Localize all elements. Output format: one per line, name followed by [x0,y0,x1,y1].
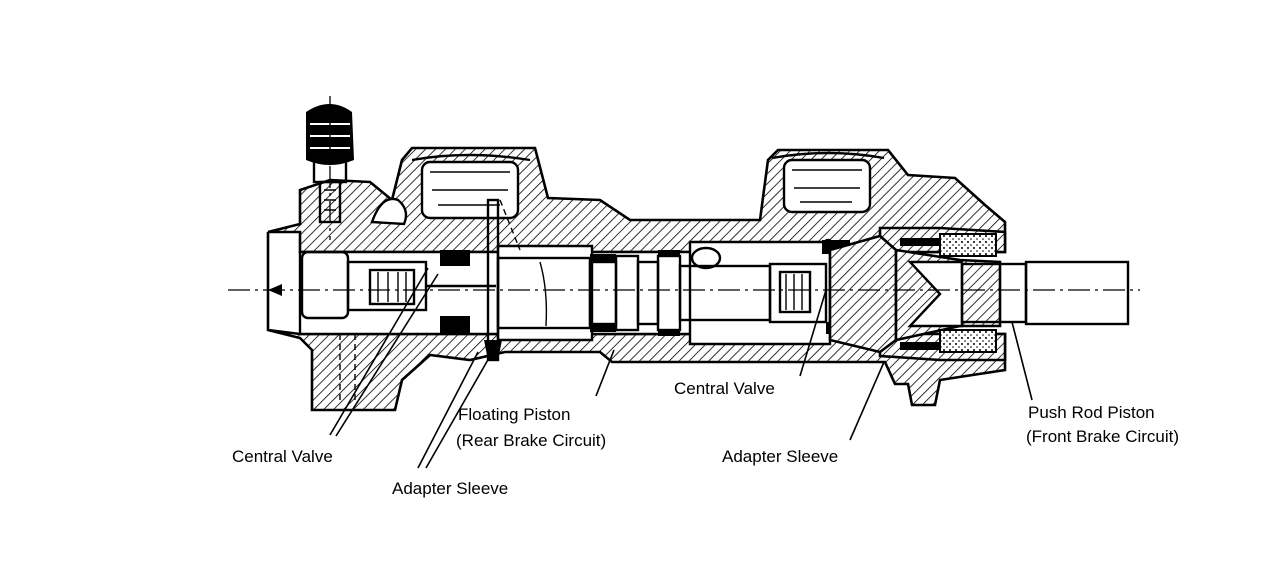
bleeder-valve [306,96,354,240]
adapter-sleeve-front [828,234,898,354]
fluid-passage [339,199,521,400]
central-valve-rear [300,250,496,334]
label-push-rod-piston: Push Rod Piston [1028,403,1155,422]
label-central-valve-front: Central Valve [674,379,775,398]
reservoir-port-front [771,151,885,214]
label-adapter-sleeve-rear: Adapter Sleeve [392,479,508,498]
center-arrow [268,284,282,296]
reservoir-port-rear [411,153,531,220]
label-adapter-sleeve-front: Adapter Sleeve [722,447,838,466]
leader-lines [329,267,1033,469]
label-floating-piston: Floating Piston [458,405,570,424]
label-central-valve-rear: Central Valve [232,447,333,466]
push-rod-piston [894,233,1130,353]
casting-pocket [370,197,408,226]
label-push-rod-piston-circuit: (Front Brake Circuit) [1026,427,1179,446]
label-floating-piston-circuit: (Rear Brake Circuit) [456,431,606,450]
